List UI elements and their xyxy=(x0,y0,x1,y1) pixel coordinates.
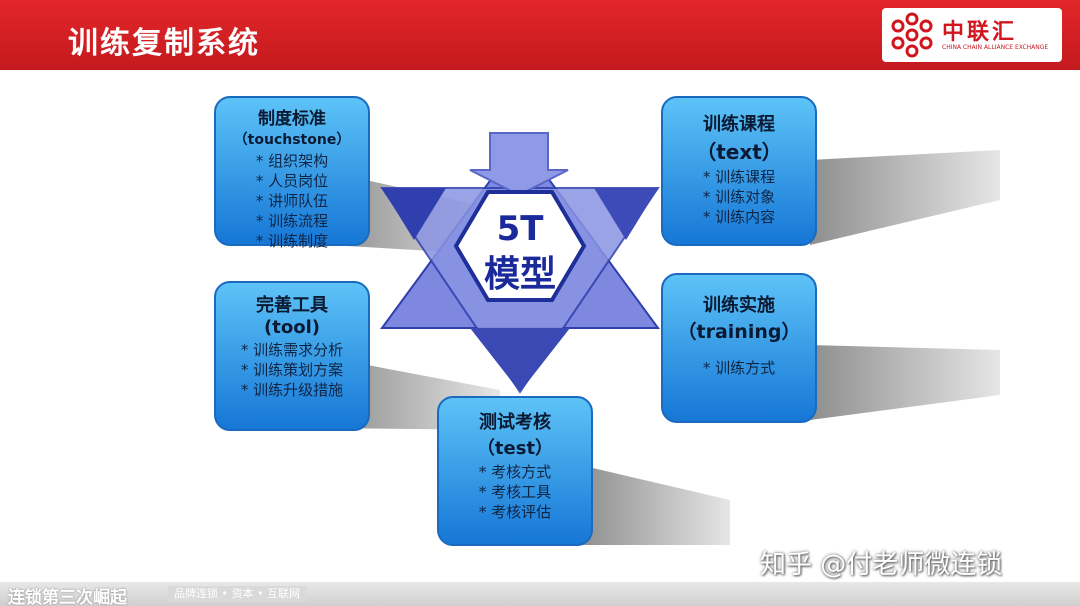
card-item-list: * 训练需求分析 * 训练策划方案 * 训练升级措施 xyxy=(216,340,368,400)
star-right-point xyxy=(594,188,658,240)
card-title: 训练实施 xyxy=(703,295,775,316)
card-title: 制度标准 xyxy=(258,109,326,129)
footer-title: 连锁第三次崛起 xyxy=(8,588,127,606)
center-label-model: 模型 xyxy=(484,254,556,295)
card-item-list: * 训练课程 * 训练对象 * 训练内容 xyxy=(663,167,815,227)
card-item-list: * 组织架构 * 人员岗位 * 讲师队伍 * 训练流程 * 训练制度 xyxy=(216,151,368,251)
list-item: * 考核评估 xyxy=(478,503,552,521)
card-tool: 完善工具 (tool) * 训练需求分析 * 训练策划方案 * 训练升级措施 xyxy=(214,281,370,431)
logo-brand-en: CHINA CHAIN ALLIANCE EXCHANGE xyxy=(942,44,1049,51)
card-item-list: * 考核方式 * 考核工具 * 考核评估 xyxy=(439,462,591,522)
list-item: * 考核工具 xyxy=(478,483,552,501)
footer-subtitle: 品牌连锁 • 资本 • 互联网 xyxy=(168,586,306,602)
list-item: * 考核方式 xyxy=(478,463,552,481)
list-item: * 讲师队伍 xyxy=(255,192,329,210)
center-hexagon xyxy=(453,190,587,302)
star-left-point xyxy=(382,188,446,240)
card-title: 训练课程 xyxy=(703,114,775,135)
card-subtitle: （test） xyxy=(476,438,554,459)
list-item: * 训练内容 xyxy=(702,208,776,226)
card-shadow xyxy=(580,465,730,545)
card-standard: 制度标准 （touchstone） * 组织架构 * 人员岗位 * 讲师队伍 *… xyxy=(214,96,370,250)
list-item: * 训练对象 xyxy=(702,188,776,206)
card-subtitle: （training） xyxy=(677,321,801,343)
logo-flower-icon xyxy=(891,12,933,58)
card-subtitle: （text） xyxy=(696,140,782,164)
logo: 中联汇 CHINA CHAIN ALLIANCE EXCHANGE xyxy=(882,8,1062,62)
card-title: 完善工具 xyxy=(256,295,328,316)
footer-bar: 连锁第三次崛起 品牌连锁 • 资本 • 互联网 xyxy=(0,582,1080,606)
down-arrow-icon xyxy=(469,132,569,197)
card-test: 测试考核 （test） * 考核方式 * 考核工具 * 考核评估 xyxy=(437,396,593,546)
logo-brand: 中联汇 xyxy=(942,20,1018,45)
list-item: * 训练升级措施 xyxy=(240,381,344,399)
card-item-list: * 训练方式 xyxy=(663,358,815,378)
card-shadow xyxy=(810,345,1000,420)
card-title: 测试考核 xyxy=(479,412,551,433)
header-bar: 训练复制系统 中联汇 CHINA CHAIN ALLIANCE EXCHANGE xyxy=(0,0,1080,70)
card-shadow xyxy=(810,150,1000,245)
card-training: 训练实施 （training） * 训练方式 xyxy=(661,273,817,423)
watermark-text: 知乎 @付老师微连锁 xyxy=(760,550,1003,580)
center-label-5t: 5T xyxy=(497,209,545,249)
card-subtitle: （touchstone） xyxy=(233,132,351,148)
star-bottom-point xyxy=(470,328,570,392)
card-course: 训练课程 （text） * 训练课程 * 训练对象 * 训练内容 xyxy=(661,96,817,246)
list-item: * 训练制度 xyxy=(255,232,329,250)
page-title: 训练复制系统 xyxy=(68,26,260,61)
list-item: * 训练策划方案 xyxy=(240,361,344,379)
list-item: * 人员岗位 xyxy=(255,172,329,190)
list-item: * 训练方式 xyxy=(702,359,776,377)
card-subtitle: (tool) xyxy=(264,317,320,338)
list-item: * 训练流程 xyxy=(255,212,329,230)
list-item: * 组织架构 xyxy=(255,152,329,170)
list-item: * 训练课程 xyxy=(702,168,776,186)
list-item: * 训练需求分析 xyxy=(240,341,344,359)
